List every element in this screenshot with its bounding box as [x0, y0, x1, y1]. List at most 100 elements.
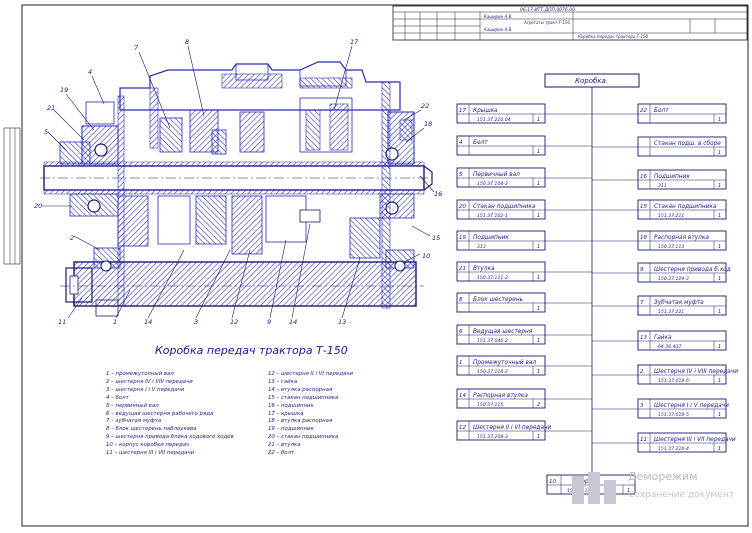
watermark-brand: Деморежим: [628, 470, 698, 483]
tree-box-name: Шестерня III i VII передачи: [654, 437, 736, 443]
tree-box-qty: 1: [718, 309, 721, 315]
tree-box-qty: 1: [718, 446, 721, 452]
tree-box-number: 6: [459, 329, 463, 335]
tree-box-name: Распорная втулка: [473, 393, 528, 399]
tree-box-name: Болт: [473, 140, 488, 146]
tree-box-qty: 1: [537, 117, 540, 123]
legend-item: 18 – втулка распорная: [268, 418, 333, 425]
tree-box-qty: 1: [718, 244, 721, 250]
tree-box-qty: 1: [718, 117, 721, 123]
tree-box-number: 11: [640, 437, 647, 443]
tree-box-number: 9: [640, 267, 644, 273]
tree-box-code: 151.37.216-4: [658, 446, 689, 452]
tree-box-qty: 1: [537, 275, 540, 281]
callout: 8: [185, 38, 189, 46]
side-stamp: [3, 127, 21, 265]
tree-box-name: Шестерня I i V передачи: [654, 403, 729, 409]
legend-item: 9 – шестерня привода блока ходового ходо…: [106, 434, 234, 441]
tree-box-code: 151.37.018-6: [658, 378, 689, 384]
tree-box-number: 17: [459, 108, 466, 114]
tree-box-qty: 1: [718, 412, 721, 418]
tree-box-qty: 1: [627, 488, 630, 494]
tree-box-number: 8: [459, 297, 463, 303]
legend-item: 21 – втулка: [268, 442, 301, 449]
callout: 2: [70, 234, 74, 242]
tree-box-name: Шестерня II i VI передачи: [473, 425, 552, 431]
tree-box-number: 1: [459, 360, 463, 366]
tree-box-name: Первичный вал: [473, 172, 520, 178]
tree-box-qty: 1: [718, 213, 721, 219]
callout: 14: [289, 318, 297, 326]
callout: 17: [350, 38, 359, 46]
tree-box-qty: 1: [537, 181, 540, 187]
tree-box-qty: 1: [537, 149, 540, 155]
callout-labels: 7 8 17 4 19 21 5 22 18 16 20 2 15 10 11 …: [34, 38, 442, 326]
title-block: 06.17.ИТТ.ДПП.0076.00 Каширин А.В. Агрег…: [392, 5, 748, 41]
legend-left: 1 – промежуточный вал 2 – шестерня IV i …: [106, 371, 234, 458]
tree-box-number: 19: [459, 235, 466, 241]
tree-box-right_boxes: 11 Шестерня III i VII передачи 151.37.216-…: [592, 432, 736, 453]
legend-item: 16 – подшипник: [268, 402, 314, 409]
title-row3: Коробка передач трактора Т-150: [578, 34, 649, 39]
callout: 7: [134, 44, 139, 52]
tree-box-name: Подшипник: [473, 235, 509, 241]
callout: 12: [230, 318, 238, 326]
legend-item: 11 – шестерня III i VII передачи: [106, 450, 195, 457]
title-row1: Каширин А.В.: [484, 14, 513, 19]
tree-box-name: Ведущая шестерня: [473, 329, 533, 335]
callout: 5: [44, 128, 48, 136]
tree-box-qty: 1: [537, 338, 540, 344]
callout: 19: [60, 86, 68, 94]
callout: 1: [113, 318, 117, 326]
legend-item: 6 – ведущая шестерня рабочего ряда: [106, 410, 214, 417]
tree-box-code: 151.37.208-3: [477, 434, 508, 440]
tree-box-qty: 1: [537, 369, 540, 375]
tree-box-name: Крышка: [473, 108, 498, 114]
tree-box-code: 151.37.018-5: [658, 412, 689, 418]
legend-item: 14 – втулка распорная: [268, 386, 333, 393]
tree-box-code: 151.37.221: [658, 309, 684, 315]
tree-box-qty: 1: [537, 434, 540, 440]
tree-box-number: 10: [549, 479, 556, 485]
legend-item: 20 – стакан подшипника: [268, 434, 339, 441]
legend-item: 3 – шестерня I i V передачи: [106, 386, 185, 393]
tree-box-name: Зубчатая муфта: [654, 300, 704, 306]
tree-box-name: Распорная втулка: [654, 235, 709, 241]
tree-box-name: Стакан подш. в сборе: [654, 141, 721, 147]
legend-item: 2 – шестерня IV i VIII передачи: [106, 378, 193, 385]
tree-box-name: Стакан подшипника: [473, 204, 536, 210]
tree-box-qty: 1: [718, 150, 721, 156]
callout: 20: [34, 202, 42, 210]
tree-box-number: 21: [459, 266, 466, 272]
sheet-frame: [21, 4, 749, 527]
tree-box-code: 150.37.115: [477, 402, 503, 408]
callout: 11: [58, 318, 66, 326]
tree-box-qty: 1: [537, 306, 540, 312]
legend-item: 7 – зубчатая муфта: [106, 418, 162, 425]
callout: 22: [421, 102, 429, 110]
tree-box-code: 150.37.113: [658, 244, 684, 250]
title-code: 06.17.ИТТ.ДПП.0076.00: [520, 7, 575, 13]
tree-box-name: Втулка: [473, 266, 495, 272]
callout: 10: [422, 252, 430, 260]
tree-box-qty: 1: [537, 244, 540, 250]
legend-item: 5 – первичный вал: [106, 402, 159, 409]
